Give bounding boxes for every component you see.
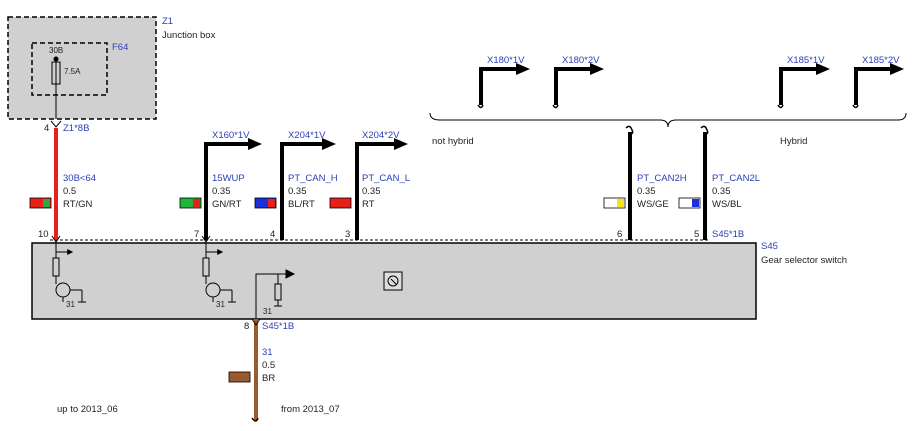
module-name: Gear selector switch xyxy=(761,255,848,266)
variant-left-connector-1: X180*1V xyxy=(487,55,525,66)
wire-7-color: GN/RT xyxy=(212,199,242,210)
wire-4-pin: 4 xyxy=(270,229,276,240)
wire-3-connector: X204*2V xyxy=(362,130,400,141)
ground-wire-size: 0.5 xyxy=(262,360,276,371)
wire-7-signal: 15WUP xyxy=(212,173,245,184)
module-id: S45 xyxy=(761,241,778,252)
ground-label-1: 31 xyxy=(66,300,75,309)
module-connector-top: S45*1B xyxy=(712,229,745,240)
note-right: from 2013_07 xyxy=(281,404,340,415)
wire-color-swatch xyxy=(329,197,352,209)
wire-color-swatch xyxy=(678,197,701,209)
wire-color-stripe xyxy=(692,199,699,207)
module-connector-bottom: S45*1B xyxy=(262,321,295,332)
wire-color-stripe xyxy=(43,199,50,207)
wire-color-swatch xyxy=(179,197,202,209)
wire-15wup xyxy=(204,142,248,240)
wire-6-size: 0.35 xyxy=(637,186,656,197)
wire-10-pin: 10 xyxy=(38,229,49,240)
variant-brace xyxy=(429,112,907,128)
variant-left-label: not hybrid xyxy=(432,136,474,147)
junction-connector: Z1*8B xyxy=(63,123,90,134)
fuse-rating: 7.5A xyxy=(64,67,81,76)
wire-4-size: 0.35 xyxy=(288,186,307,197)
wire-6-signal: PT_CAN2H xyxy=(637,173,687,184)
ground-label-2: 31 xyxy=(216,300,225,309)
wire-color-stripe xyxy=(268,199,275,207)
wire-3-signal: PT_CAN_L xyxy=(362,173,411,184)
module-symbol-icon xyxy=(383,271,403,291)
junction-box-outline xyxy=(7,16,157,120)
wire-color-swatch xyxy=(29,197,52,209)
fuse-box-outline xyxy=(31,42,108,96)
ground-wire-pin: 8 xyxy=(244,321,250,332)
wire-3-pin: 3 xyxy=(345,229,351,240)
wire-4-connector: X204*1V xyxy=(288,130,326,141)
wire-7-connector: X160*1V xyxy=(212,130,250,141)
wire-color-stripe xyxy=(617,199,624,207)
color-swatches xyxy=(29,197,701,383)
ground-label-3: 31 xyxy=(263,307,272,316)
ground-wire-color-swatch xyxy=(228,371,251,383)
wire-6-color: WS/GE xyxy=(637,199,669,210)
wire-pt-can-h xyxy=(280,142,322,240)
ground-wire-color: BR xyxy=(262,373,276,384)
fuse-id: F64 xyxy=(112,42,129,53)
wire-5-size: 0.35 xyxy=(712,186,731,197)
internal-circuit-2 xyxy=(202,243,236,303)
wire-10-size: 0.5 xyxy=(63,186,77,197)
wire-3-size: 0.35 xyxy=(362,186,381,197)
wire-color-swatch xyxy=(254,197,277,209)
wire-7-size: 0.35 xyxy=(212,186,231,197)
wire-5-color: WS/BL xyxy=(712,199,742,210)
ground-wire-signal: 31 xyxy=(262,347,273,358)
junction-box-name: Junction box xyxy=(162,30,216,41)
variant-right-connector-1: X185*1V xyxy=(787,55,825,66)
variant-right-connector-2: X185*2V xyxy=(862,55,900,66)
junction-pin: 4 xyxy=(44,123,50,134)
wire-color-swatch xyxy=(603,197,626,209)
wire-4-signal: PT_CAN_H xyxy=(288,173,338,184)
wire-6-pin: 6 xyxy=(617,229,623,240)
variant-right-label: Hybrid xyxy=(780,136,808,147)
fuse-terminal: 30B xyxy=(49,46,64,55)
wire-3-color: RT xyxy=(362,199,375,210)
wire-7-pin: 7 xyxy=(194,229,200,240)
variant-left-connector-2: X180*2V xyxy=(562,55,600,66)
wire-10-color: RT/GN xyxy=(63,199,93,210)
note-left: up to 2013_06 xyxy=(57,404,118,415)
wire-5-signal: PT_CAN2L xyxy=(712,173,761,184)
internal-circuit-3 xyxy=(255,269,296,319)
junction-box-id: Z1 xyxy=(162,16,174,27)
wire-5-pin: 5 xyxy=(694,229,700,240)
wire-10-signal: 30B<64 xyxy=(63,173,97,184)
wire-4-color: BL/RT xyxy=(288,199,315,210)
wire-color-stripe xyxy=(193,199,200,207)
wire-pt-can-l xyxy=(355,142,394,240)
internal-circuit-1 xyxy=(52,243,86,303)
